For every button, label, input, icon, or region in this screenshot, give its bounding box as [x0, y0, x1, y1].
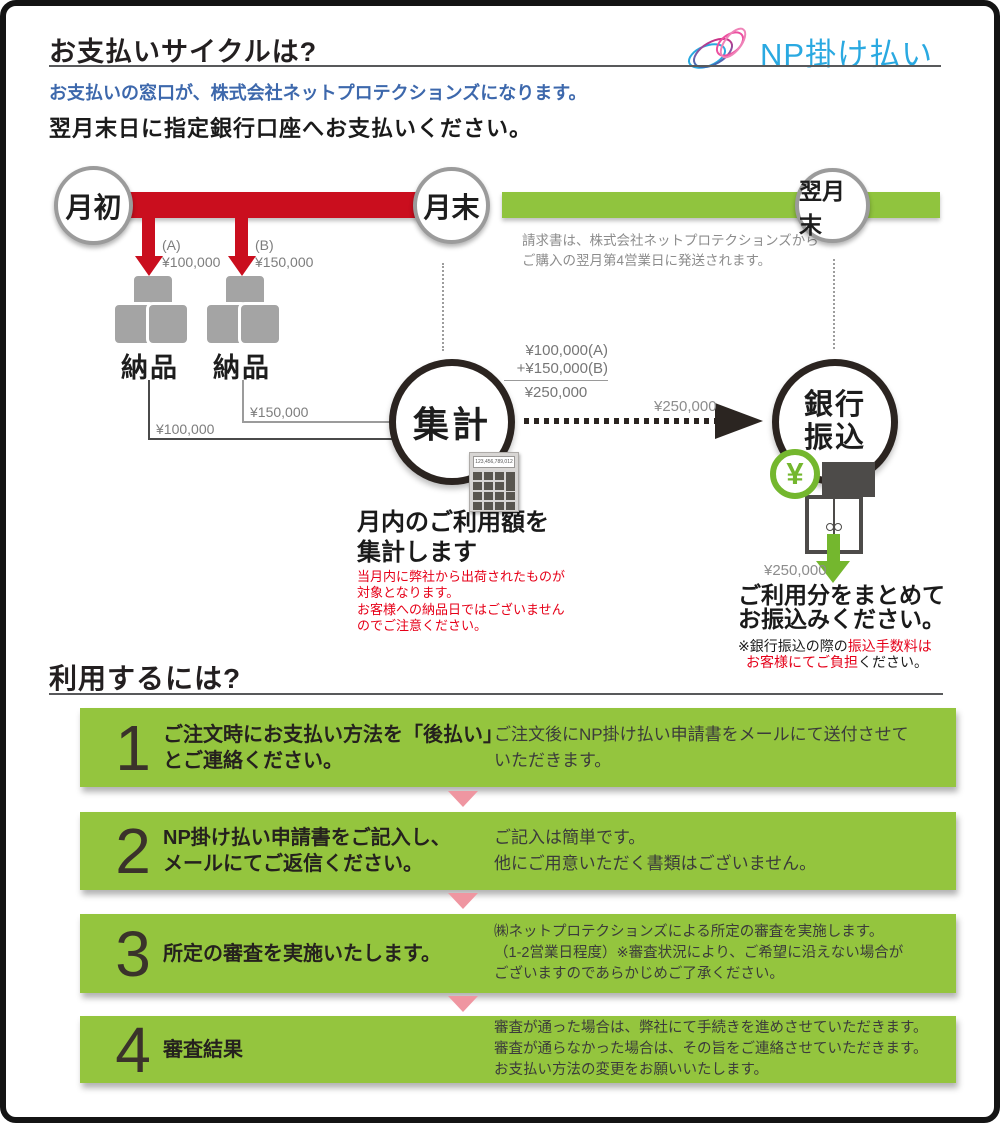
transfer-amount: ¥250,000 [654, 398, 717, 415]
step-number: 3 [115, 917, 151, 990]
calculator-display: 123,456,789,012 [473, 456, 515, 468]
amount-sum: ¥100,000(A) +¥150,000(B) ¥250,000 [504, 342, 608, 402]
pink-down-arrow-icon [448, 893, 478, 909]
milestone-month-start: 月初 [54, 166, 133, 245]
step-number: 2 [115, 815, 151, 887]
tally-caption: 月内のご利用額を 集計します [357, 509, 549, 566]
page-title: お支払いサイクルは? [49, 37, 318, 67]
down-arrow-icon [142, 216, 155, 257]
bank-icon [822, 462, 875, 497]
np-kakebarai-logo: NP掛け払い [686, 26, 933, 77]
step-description: ㈱ネットプロテクションズによる所定の審査を実施します。 （1-2営業日程度）※審… [494, 924, 904, 982]
step-title: NP掛け払い申請書をご記入し、 メールにてご返信ください。 [163, 827, 451, 875]
step-row-3: 3 所定の審査を実施いたします。 ㈱ネットプロテクションズによる所定の審査を実施… [80, 914, 956, 993]
dotted-arrow [524, 418, 716, 424]
order-a-label: (A) ¥100,000 [162, 237, 221, 270]
step-row-4: 4 審査結果 審査が通った場合は、弊社にて手続きを進めさせていただきます。 審査… [80, 1016, 956, 1083]
connector-line [242, 421, 394, 423]
connector-amount-b: ¥150,000 [250, 404, 309, 420]
yen-badge-icon: ¥ [770, 449, 820, 499]
connector-amount-a: ¥100,000 [156, 421, 215, 437]
delivery-label-b: 納品 [213, 353, 271, 383]
step-number: 1 [115, 711, 151, 784]
step-number: 4 [115, 1013, 151, 1086]
step-title: ご注文時にお支払い方法を「後払い」 とご連絡ください。 [163, 723, 503, 772]
step-row-2: 2 NP掛け払い申請書をご記入し、 メールにてご返信ください。 ご記入は簡単です… [80, 812, 956, 890]
tally-note-red: 当月内に弊社から出荷されたものが 対象となります。 お客様への納品日ではございま… [357, 569, 566, 634]
transfer-note: ※銀行振込の際の振込手数料は お客様にてご負担ください。 [738, 638, 932, 670]
header-divider [49, 65, 941, 67]
np-logo-text: NP掛け払い [760, 37, 934, 72]
milestone-month-end: 月末 [413, 167, 490, 244]
connector-line [148, 380, 150, 440]
order-b-label: (B) ¥150,000 [255, 237, 314, 270]
calculator-icon: 123,456,789,012 [469, 452, 519, 512]
pink-down-arrow-icon [448, 996, 478, 1012]
timeline-bar-next-month [502, 192, 940, 218]
down-arrow-icon [228, 256, 256, 276]
tally-circle: 集計 [389, 359, 515, 485]
pink-down-arrow-icon [448, 791, 478, 807]
down-arrow-icon [235, 216, 248, 257]
transfer-caption: ご利用分をまとめて お振込みください。 [738, 582, 945, 632]
dotted-dropline [833, 259, 835, 349]
connector-line [242, 380, 244, 423]
lead-text-bold: 翌月末日に指定銀行口座へお支払いください。 [49, 116, 533, 141]
milestone-next-month-end: 翌月末 [795, 168, 870, 243]
section-divider [49, 693, 943, 695]
down-arrow-icon [135, 256, 163, 276]
dotted-dropline [442, 263, 444, 351]
np-logo-swirl-icon [686, 26, 756, 77]
delivery-label-a: 納品 [121, 353, 179, 383]
timeline-bar-current-month [94, 192, 451, 218]
section-title-how-to-use: 利用するには? [49, 663, 242, 694]
green-down-arrow-icon [816, 561, 850, 583]
invoice-note: 請求書は、株式会社ネットプロテクションズから ご購入の翌月第4営業日に発送されま… [522, 233, 819, 268]
step-description: 審査が通った場合は、弊社にて手続きを進めさせていただきます。 審査が通らなかった… [494, 1020, 928, 1078]
step-title: 所定の審査を実施いたします。 [163, 942, 441, 965]
step-row-1: 1 ご注文時にお支払い方法を「後払い」 とご連絡ください。 ご注文後にNP掛け払… [80, 708, 956, 787]
step-description: ご注文後にNP掛け払い申請書をメールにて送付させて いただきます。 [494, 724, 909, 770]
green-down-arrow-icon [827, 534, 840, 563]
bank-amount: ¥250,000 [764, 562, 827, 579]
step-description: ご記入は簡単です。 他にご用意いただく書類はございません。 [494, 828, 817, 873]
dotted-arrow-head-icon [715, 403, 763, 439]
lead-text-blue: お支払いの窓口が、株式会社ネットプロテクションズになります。 [49, 83, 587, 103]
connector-line [148, 438, 396, 440]
step-title: 審査結果 [163, 1038, 243, 1061]
